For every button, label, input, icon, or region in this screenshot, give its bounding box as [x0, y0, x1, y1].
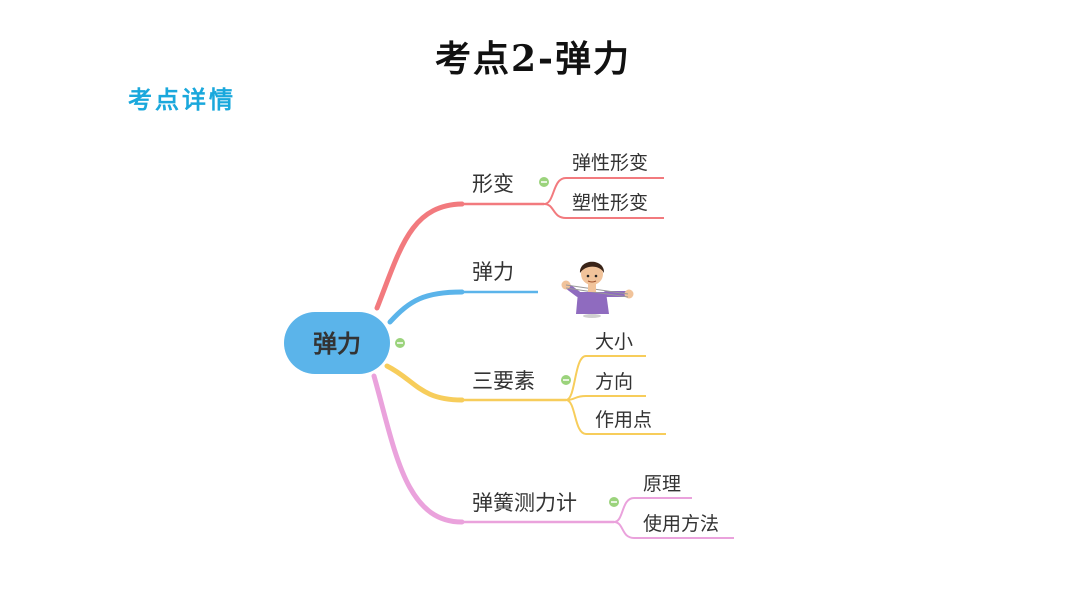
collapse-marker-icon[interactable]	[395, 338, 405, 348]
branch-label-spring-scale: 弹簧测力计	[472, 491, 577, 515]
edge-spring-scale-to-usage	[613, 521, 734, 539]
leaf-point-of-action: 作用点	[595, 409, 652, 431]
branch-three-elements: 三要素 大小 方向 作用点	[384, 331, 666, 435]
leaf-magnitude: 大小	[595, 331, 633, 353]
edge-root-to-spring-scale	[371, 373, 465, 525]
page-title: 考点2-弹力	[435, 38, 631, 80]
edge-root-to-deformation	[374, 201, 465, 311]
edge-deformation-to-elastic	[543, 177, 664, 205]
leaf-direction: 方向	[595, 371, 633, 393]
leaf-principle: 原理	[643, 473, 681, 495]
collapse-marker-icon[interactable]	[561, 375, 571, 385]
edge-deformation-to-plastic	[543, 203, 664, 219]
leaf-elastic-deformation: 弹性形变	[572, 152, 648, 174]
collapse-marker-icon[interactable]	[609, 497, 619, 507]
branch-label-elastic-force: 弹力	[472, 260, 514, 284]
branch-spring-scale: 弹簧测力计 原理 使用方法	[371, 373, 734, 539]
root-label: 弹力	[313, 330, 361, 358]
root-node[interactable]: 弹力	[284, 312, 390, 374]
branch-label-deformation: 形变	[472, 172, 514, 196]
boy-stretching-rubber-band-icon	[561, 261, 634, 318]
edge-spring-scale-to-principle	[613, 497, 692, 523]
leaf-plastic-deformation: 塑性形变	[572, 192, 648, 214]
edge-three-elements-to-direction	[565, 395, 646, 401]
branch-deformation: 形变 弹性形变 塑性形变	[374, 152, 664, 311]
edge-three-elements-to-point	[565, 399, 666, 435]
leaf-usage: 使用方法	[643, 513, 719, 535]
collapse-marker-icon[interactable]	[539, 177, 549, 187]
branch-label-three-elements: 三要素	[472, 369, 535, 393]
branch-elastic-force: 弹力	[387, 260, 634, 325]
edge-root-to-elastic-force	[387, 289, 465, 325]
section-label: 考点详情	[128, 85, 236, 114]
edge-three-elements-to-magnitude	[565, 355, 646, 401]
edge-root-to-three-elements	[384, 363, 465, 403]
